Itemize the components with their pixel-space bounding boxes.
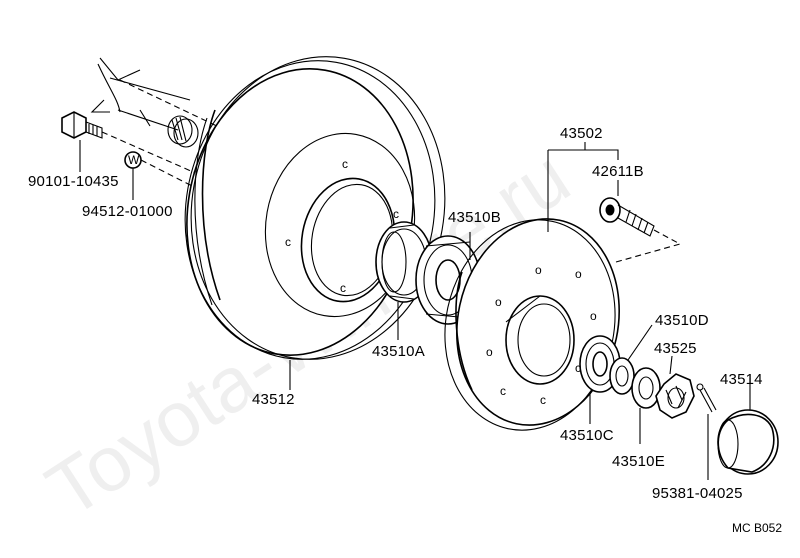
label-95381-04025: 95381-04025 <box>652 485 743 502</box>
label-43510A: 43510A <box>372 343 425 360</box>
washer-43510D <box>609 324 653 395</box>
svg-text:c: c <box>393 207 399 221</box>
washer-94512: W <box>124 151 201 200</box>
label-43510B: 43510B <box>448 209 501 226</box>
axle-hub-43502: o o o o o c c c <box>444 218 620 431</box>
bolt-90101 <box>61 111 201 176</box>
svg-text:o: o <box>575 267 582 281</box>
washer-43510E <box>631 367 661 444</box>
svg-text:c: c <box>285 235 291 249</box>
svg-text:o: o <box>590 309 597 323</box>
svg-text:o: o <box>486 345 493 359</box>
label-43510D: 43510D <box>655 312 709 329</box>
label-43525: 43525 <box>654 340 697 357</box>
label-43510E: 43510E <box>612 453 665 470</box>
washer-mark: W <box>128 153 140 167</box>
hub-assembly-bracket <box>547 142 619 232</box>
castle-nut-43525 <box>655 355 695 419</box>
svg-text:c: c <box>500 384 506 398</box>
label-94512-01000: 94512-01000 <box>82 203 173 220</box>
svg-text:c: c <box>540 393 546 407</box>
label-43512: 43512 <box>252 391 295 408</box>
label-42611B: 42611B <box>592 163 644 180</box>
label-43514: 43514 <box>720 371 763 388</box>
disc-rotor-43512: c c c c <box>184 56 446 390</box>
svg-text:c: c <box>575 361 581 375</box>
svg-text:c: c <box>342 157 348 171</box>
svg-text:o: o <box>535 263 542 277</box>
diagram-code: MC B052 <box>732 521 782 535</box>
svg-text:o: o <box>495 295 502 309</box>
svg-text:c: c <box>340 281 346 295</box>
grease-cap-43514 <box>717 378 779 475</box>
hub-bolt-42611B <box>599 180 682 263</box>
cotter-pin-95381 <box>696 383 717 480</box>
label-43510C: 43510C <box>560 427 614 444</box>
label-90101-10435: 90101-10435 <box>28 173 119 190</box>
label-43502: 43502 <box>560 125 603 142</box>
